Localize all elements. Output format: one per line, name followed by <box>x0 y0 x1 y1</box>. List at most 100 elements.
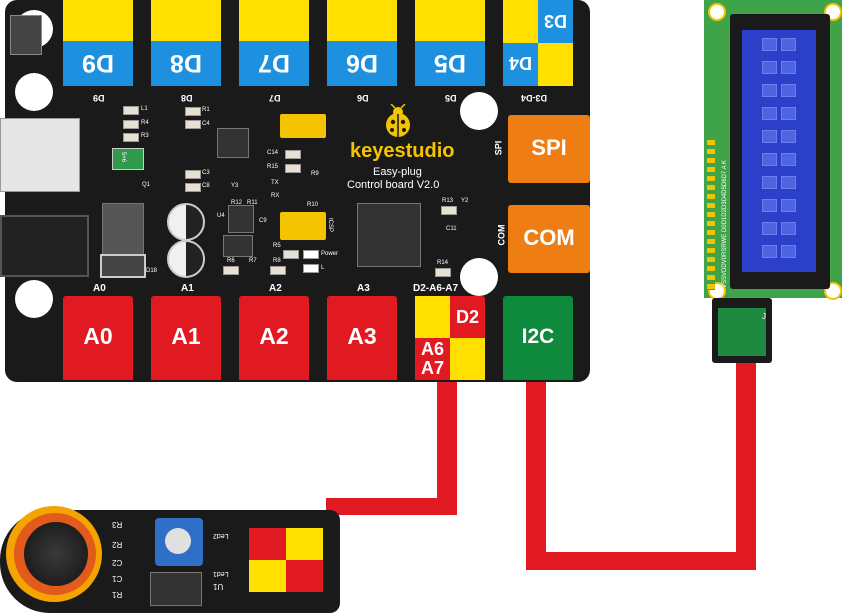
port-d4-label: D4 <box>509 53 533 73</box>
silk-a2: A2 <box>269 283 282 294</box>
port-a3[interactable]: A3 <box>327 296 397 380</box>
silk-rx: RX <box>271 193 280 199</box>
port-a3-label: A3 <box>347 323 377 349</box>
silk-a0: A0 <box>93 283 106 294</box>
port-a0[interactable]: A0 <box>63 296 133 380</box>
res-l-led <box>303 264 319 273</box>
lcd-cell <box>781 245 796 258</box>
lcd-cell <box>781 176 796 189</box>
res-r14 <box>435 268 451 277</box>
port-a0-label: A0 <box>83 323 113 349</box>
silk-y2: Y2 <box>461 198 469 204</box>
res-r15 <box>285 164 301 173</box>
silk-r12: R12 <box>231 200 243 206</box>
lcd-cell <box>781 222 796 235</box>
brand-name: keyestudio <box>350 140 455 162</box>
res-c14 <box>285 150 301 159</box>
port-d9[interactable]: D9 <box>63 0 133 86</box>
silk-c14: C14 <box>267 150 279 156</box>
silk-r14: R14 <box>437 260 449 266</box>
port-a2[interactable]: A2 <box>239 296 309 380</box>
silk-q1: Q1 <box>142 182 151 188</box>
sensor-silk-c2: C2 <box>112 558 123 567</box>
sensor-mesh <box>24 522 88 586</box>
port-i2c[interactable]: I2C <box>503 296 573 380</box>
silk-r1: R1 <box>202 107 210 113</box>
port-d8[interactable]: D8 <box>151 0 221 86</box>
silk-5v: 5+6 <box>120 151 127 163</box>
diode-d18 <box>100 254 146 278</box>
silk-r10: R10 <box>307 202 319 208</box>
silk-r6: R6 <box>227 258 235 264</box>
port-spi[interactable]: SPI <box>508 115 590 183</box>
silk-r5: R5 <box>273 243 281 249</box>
lcd-cell <box>781 38 796 51</box>
silk-d2-a6-a7: D2-A6-A7 <box>413 283 459 294</box>
silk-r9: R9 <box>311 171 319 177</box>
wire-i2c-vertical <box>526 375 546 570</box>
port-d6[interactable]: D6 <box>327 0 397 86</box>
lcd-pin-labels: VSSVDDV0RSRWE D0D1D2D3D4D5D6D7 A K <box>722 160 728 288</box>
wire-i2c-horizontal <box>526 552 756 570</box>
lcd-j-label: J <box>762 312 766 321</box>
silk-c4: C4 <box>202 121 210 127</box>
reset-button[interactable] <box>10 15 42 55</box>
lcd-cell <box>762 245 777 258</box>
usb-chip <box>217 128 249 158</box>
small-chip <box>223 235 253 257</box>
port-d3-d4[interactable]: D3 D4 <box>503 0 573 86</box>
potentiometer[interactable] <box>155 518 203 566</box>
silk-l1: L1 <box>141 106 148 112</box>
silk-y3: Y3 <box>231 183 239 189</box>
port-d7[interactable]: D7 <box>239 0 309 86</box>
silk-spi: SPI <box>493 140 504 156</box>
port-a2-label: A2 <box>259 323 289 349</box>
silk-l: L <box>321 265 325 271</box>
silk-r3: R3 <box>141 133 149 139</box>
sensor-silk-r3: R3 <box>112 520 123 529</box>
port-d9-label: D9 <box>82 49 114 77</box>
mount-hole-bottom-left <box>15 280 53 318</box>
usb-port <box>0 118 80 192</box>
lcd-cell <box>781 61 796 74</box>
port-d2-a6-a7[interactable]: D2 A6 A7 <box>415 296 485 380</box>
port-a1[interactable]: A1 <box>151 296 221 380</box>
wire-a6-vertical <box>437 375 457 515</box>
lcd-cell <box>762 130 777 143</box>
u4-chip <box>228 205 254 233</box>
silk-r4: R4 <box>141 120 149 126</box>
res-c4 <box>185 120 201 129</box>
res-r3 <box>123 133 139 142</box>
silk-d9: D9 <box>93 93 105 103</box>
port-a7-label: A7 <box>420 358 444 378</box>
lcd-pin-header <box>707 140 715 290</box>
silk-d18: D18 <box>146 268 158 274</box>
silk-icsp: ICSP <box>327 217 334 233</box>
silk-r15: R15 <box>267 164 279 170</box>
res-c3 <box>185 170 201 179</box>
mcu-chip <box>357 203 421 267</box>
port-d2-label: D2 <box>455 307 479 327</box>
lcd-cell <box>781 84 796 97</box>
port-a1-label: A1 <box>171 323 201 349</box>
sensor-connector[interactable] <box>243 522 329 598</box>
lcd-cell <box>762 199 777 212</box>
lcd-i2c-connector[interactable]: J <box>712 298 772 363</box>
port-d7-label: D7 <box>258 49 290 77</box>
port-com[interactable]: COM <box>508 205 590 273</box>
silk-a1: A1 <box>181 283 194 294</box>
silk-r11: R11 <box>247 200 258 206</box>
res-r4 <box>123 120 139 129</box>
silk-c8: C8 <box>202 183 210 189</box>
sensor-silk-led1: Led1 <box>213 570 229 577</box>
port-d5-label: D5 <box>434 49 466 77</box>
port-d8-label: D8 <box>170 49 202 77</box>
capacitor-1 <box>167 203 205 241</box>
lcd-cell <box>762 84 777 97</box>
silk-c9: C9 <box>259 218 267 224</box>
silk-d8: D8 <box>181 93 193 103</box>
port-d5[interactable]: D5 <box>415 0 485 86</box>
silk-r13: R13 <box>442 198 454 204</box>
res-r6 <box>223 266 239 275</box>
